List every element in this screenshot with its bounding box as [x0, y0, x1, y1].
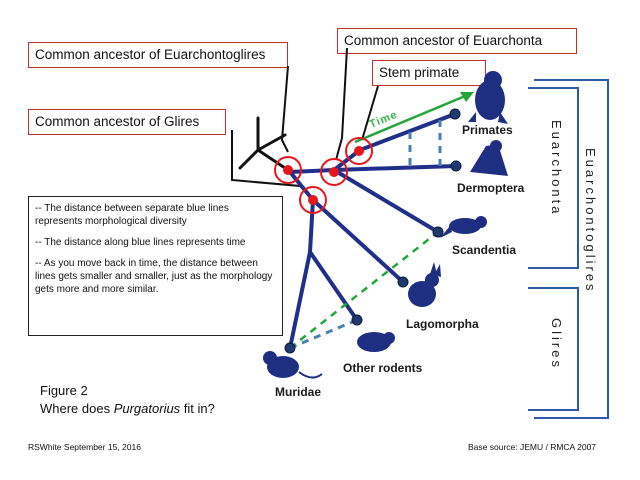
- branch-root-to-glires: [288, 170, 315, 202]
- note-time: -- The distance along blue lines represe…: [35, 237, 246, 248]
- label-lagomorpha: Lagomorpha: [406, 317, 479, 331]
- colugo-silhouette-icon: [470, 140, 508, 176]
- callout-euarchontoglires-ancestor: Common ancestor of Euarchontoglires: [28, 42, 288, 68]
- bracket-euarchontoglires: [534, 79, 609, 419]
- bracket-euarchonta: [528, 87, 579, 269]
- label-muridae: Muridae: [275, 385, 321, 399]
- tip-nodes: [284, 108, 462, 354]
- clade-brackets: [528, 79, 609, 419]
- bracket-glires: [528, 287, 579, 411]
- figure-number: Figure 2: [40, 383, 88, 398]
- figure-question-prefix: Where does: [40, 401, 114, 416]
- label-other-rodents: Other rodents: [343, 361, 423, 375]
- ancestor-nodes: [274, 137, 373, 214]
- branch-muridae: [288, 198, 315, 350]
- rabbit-silhouette-icon: [408, 262, 441, 307]
- branch-other-rodents: [308, 250, 359, 322]
- figure-caption: Figure 2 Where does Purgatorius fit in?: [40, 382, 215, 418]
- branch-dermoptera: [332, 164, 458, 172]
- figure-question-taxon: Purgatorius: [113, 401, 181, 416]
- pointer-euarchonta: [335, 47, 348, 161]
- time-label: Time: [368, 109, 400, 131]
- pointer-euarchontoglires: [280, 65, 289, 153]
- morphology-dashes: [289, 120, 442, 350]
- label-euarchontoglires-clade: Euarchontoglires: [583, 148, 598, 294]
- label-dermoptera: Dermoptera: [457, 181, 525, 195]
- tree-branches: [288, 112, 458, 350]
- label-euarchonta-clade: Euarchonta: [549, 120, 564, 217]
- mouse-silhouette-icon: [263, 351, 323, 379]
- taxon-labels: Primates Dermoptera Scandentia Lagomorph…: [275, 123, 525, 399]
- pointer-glires: [231, 130, 309, 195]
- treeshrew-silhouette-icon: [440, 216, 487, 238]
- notes-box: -- The distance between separate blue li…: [28, 196, 283, 336]
- footer-source: Base source: JEMU / RMCA 2007: [468, 442, 597, 452]
- note-morphological-diversity: -- The distance between separate blue li…: [35, 203, 229, 227]
- callout-glires-ancestor: Common ancestor of Glires: [28, 109, 226, 135]
- purgatorius-dash: [289, 231, 439, 349]
- label-glires-clade: Glires: [549, 318, 564, 370]
- figure-question: Where does Purgatorius fit in?: [40, 400, 215, 418]
- figure-question-suffix: fit in?: [180, 401, 215, 416]
- outgroup-stick: [238, 116, 290, 172]
- note-similarity: -- As you move back in time, the distanc…: [35, 258, 273, 295]
- callout-stem-primate: Stem primate: [372, 60, 486, 86]
- primate-silhouette-icon: [468, 71, 508, 124]
- animal-silhouettes: [263, 71, 508, 379]
- rodent-silhouette-icon: [357, 332, 395, 352]
- label-scandentia: Scandentia: [452, 243, 516, 257]
- footer-author-date: RSWhite September 15, 2016: [28, 442, 141, 452]
- pointer-stem-primate: [361, 85, 379, 141]
- branch-lagomorpha: [311, 198, 405, 284]
- callout-euarchonta-ancestor: Common ancestor of Euarchonta: [337, 28, 577, 54]
- label-primates: Primates: [462, 123, 513, 137]
- branch-scandentia: [332, 168, 440, 234]
- branch-root-to-euarchonta: [288, 168, 336, 174]
